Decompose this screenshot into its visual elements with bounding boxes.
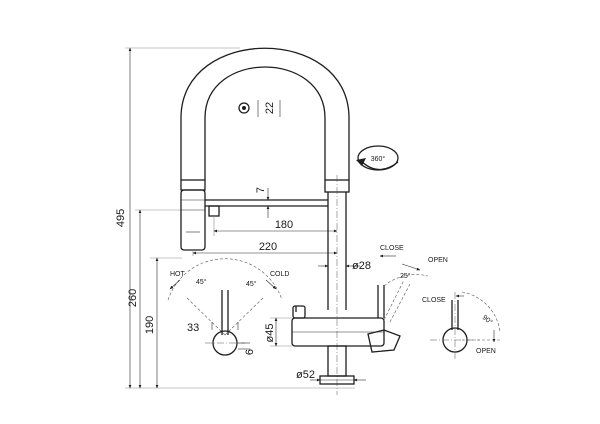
- spray-head: [180, 179, 206, 251]
- top-close-label: CLOSE: [422, 297, 446, 304]
- top-open-label: OPEN: [476, 348, 496, 355]
- dimension-hose-dia: ø28: [318, 260, 371, 272]
- dim-22-label: 22: [264, 102, 276, 114]
- filter-lever-top-detail: CLOSE OPEN 90°: [422, 291, 501, 360]
- angle-left-label: 45°: [196, 278, 207, 286]
- dim-190-label: 190: [144, 316, 156, 334]
- spout-arm: [205, 199, 328, 217]
- dim-52-label: ø52: [296, 369, 315, 381]
- dimension-body-dia: ø45: [264, 317, 292, 347]
- dimension-190: 190: [144, 257, 182, 389]
- top-angle-label: 90°: [481, 313, 494, 326]
- spring-hose: [180, 47, 350, 180]
- dim-6-label: 6: [244, 349, 256, 355]
- dim-495-label: 495: [115, 209, 127, 227]
- dimension-220: 220: [192, 241, 338, 256]
- filter-lever-side-detail: CLOSE OPEN 25°: [379, 245, 448, 287]
- cold-label: COLD: [270, 271, 289, 278]
- hose-sleeve: [324, 175, 350, 395]
- dimension-base-dia: ø52: [296, 369, 366, 382]
- rotation-label: 360°: [371, 155, 386, 163]
- dim-7-label: 7: [255, 187, 267, 193]
- rotation-360-icon: 360°: [356, 145, 399, 171]
- filter-open-label: OPEN: [428, 257, 448, 264]
- dim-28-label: ø28: [352, 260, 371, 272]
- dimension-180: 180: [213, 216, 338, 236]
- filter-angle-label: 25°: [400, 272, 411, 280]
- dimension-7: 7: [255, 187, 270, 218]
- spray-button-detail: 22: [238, 100, 281, 117]
- mixer-lever-detail: HOT COLD 45° 45° 33 6: [167, 258, 289, 356]
- dim-260-label: 260: [127, 289, 139, 307]
- dimension-260: 260: [127, 209, 182, 389]
- dim-45-label: ø45: [264, 324, 276, 343]
- dim-33-label: 33: [187, 322, 199, 334]
- faucet-body: [291, 279, 411, 385]
- angle-right-label: 45°: [246, 280, 257, 288]
- dim-180-label: 180: [275, 219, 293, 231]
- dimension-495: 495: [115, 47, 355, 389]
- hot-label: HOT: [170, 271, 186, 278]
- filter-close-label: CLOSE: [380, 245, 404, 252]
- dim-220-label: 220: [259, 241, 277, 253]
